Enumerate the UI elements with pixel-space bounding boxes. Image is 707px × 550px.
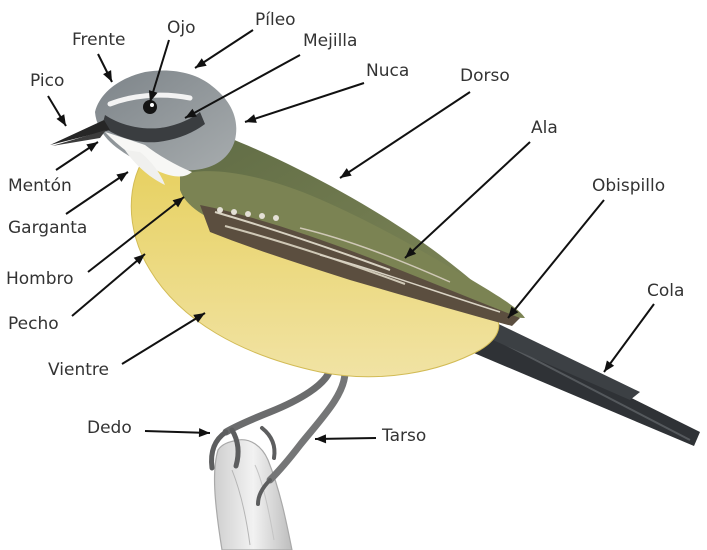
label-pico: Pico: [30, 73, 64, 90]
label-ala: Ala: [531, 120, 558, 137]
label-obispillo: Obispillo: [592, 178, 665, 195]
leader-ala: [405, 142, 530, 258]
label-pecho: Pecho: [8, 316, 59, 333]
leader-pecho: [72, 254, 145, 316]
leader-vientre: [122, 313, 205, 364]
label-ojo: Ojo: [167, 20, 196, 37]
label-frente: Frente: [72, 32, 126, 49]
leader-obispillo: [508, 200, 604, 318]
beak: [50, 120, 110, 146]
label-mejilla: Mejilla: [303, 33, 357, 50]
label-cola: Cola: [647, 283, 684, 300]
label-pileo: Píleo: [255, 12, 296, 29]
branch: [215, 440, 292, 550]
label-garganta: Garganta: [8, 220, 87, 237]
leader-frente: [98, 54, 112, 82]
leader-pico: [48, 96, 66, 126]
label-dedo: Dedo: [87, 420, 132, 437]
label-tarso: Tarso: [382, 428, 426, 445]
leader-dorso: [340, 92, 470, 178]
leader-pileo: [195, 30, 253, 68]
label-menton: Mentón: [8, 178, 72, 195]
leader-cola: [604, 304, 654, 372]
leader-nuca: [245, 83, 364, 123]
label-hombro: Hombro: [6, 271, 74, 288]
leader-garganta: [66, 172, 128, 214]
leader-tarso: [315, 434, 376, 443]
label-dorso: Dorso: [460, 68, 510, 85]
leader-menton: [56, 142, 98, 170]
label-nuca: Nuca: [366, 63, 409, 80]
leader-dedo: [145, 428, 210, 437]
label-vientre: Vientre: [48, 362, 109, 379]
